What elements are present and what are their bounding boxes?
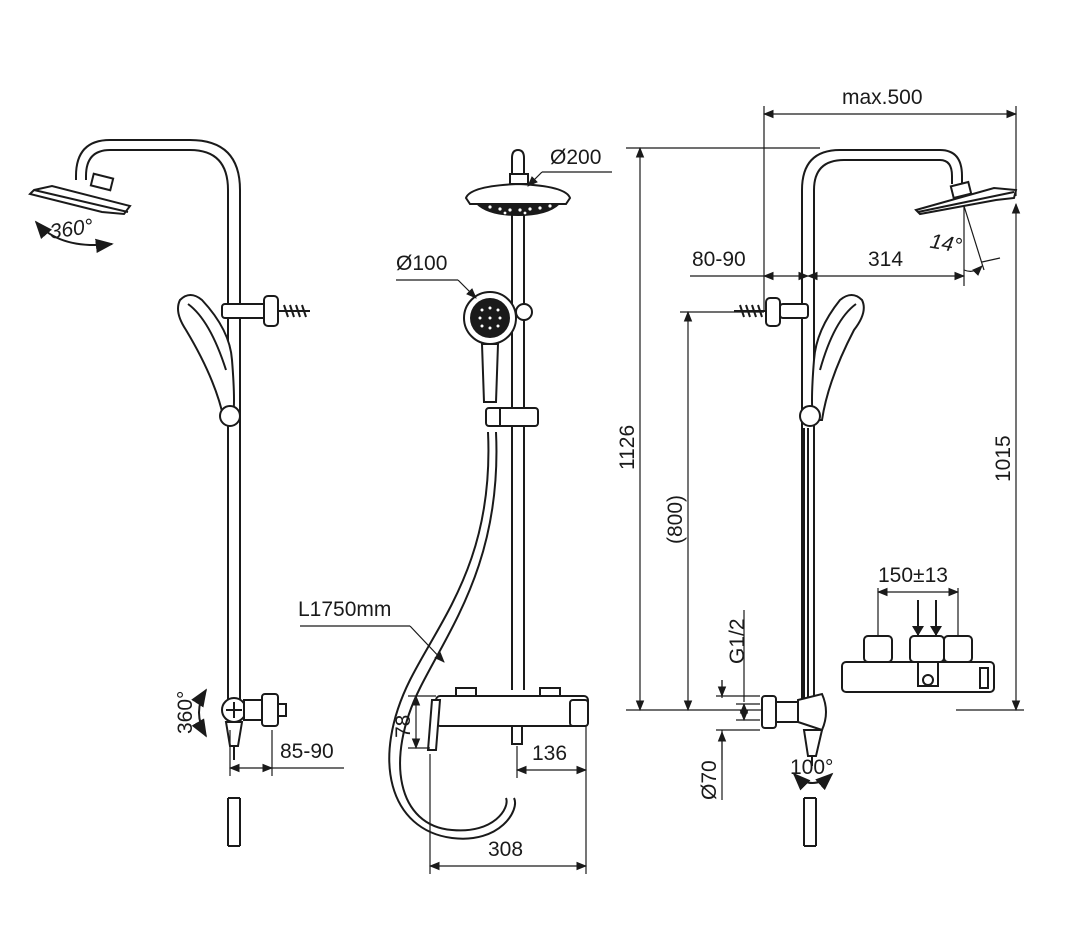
overall-height-label: 1126	[616, 425, 639, 470]
rotation-arrow-mixer	[191, 688, 207, 738]
rotation-arrow-left	[34, 220, 114, 254]
thread-label: G1/2	[726, 618, 749, 664]
hose-right	[803, 428, 809, 700]
overhead-shower-head-left	[28, 172, 132, 216]
wall-offset-left-label: 85-90	[280, 740, 334, 763]
mixer-outlet-label: 136	[532, 742, 567, 765]
slider-front	[485, 407, 539, 427]
max-reach-label: max.500	[842, 86, 923, 109]
holder-height-label: (800)	[664, 495, 687, 544]
slider-right	[799, 405, 821, 427]
mixer-side-left	[221, 693, 287, 760]
wall-bracket-right	[734, 297, 809, 327]
lower-pipe-left	[227, 797, 241, 847]
mixer-width-label: 308	[488, 838, 523, 861]
riser-pipe-right	[801, 149, 963, 700]
wall-bracket-left	[221, 295, 310, 327]
inlet-spacing-label: 150±13	[878, 564, 948, 587]
hand-diameter-label: Ø100	[396, 252, 447, 275]
front-view: Ø200 Ø100 L1750mm	[298, 146, 612, 874]
head-diameter-label: Ø200	[550, 146, 601, 169]
slider-left	[219, 405, 241, 427]
lower-pipe-right	[803, 797, 817, 847]
head-tilt-label: 14°	[928, 230, 963, 258]
right-side-view: 1126 (800) max.500 1015 14° 80-90 3	[616, 86, 1024, 847]
overhead-shower-head-front	[464, 173, 572, 216]
hand-shower-front	[463, 291, 533, 403]
mixer-front	[426, 687, 589, 751]
left-side-view: 360° 360° 85-9	[28, 139, 344, 847]
mixer-height-label: 78	[392, 715, 415, 738]
rotation-label-left: 360°	[48, 215, 94, 244]
hand-shower-right	[811, 294, 865, 421]
wall-offset-right-label: 80-90	[692, 248, 746, 271]
rotation-label-mixer: 360°	[174, 691, 197, 734]
mixer-side-right	[761, 692, 827, 766]
hose-length-label: L1750mm	[298, 598, 391, 621]
thermostat-detail	[841, 600, 995, 693]
hose-front	[388, 431, 516, 840]
spout-rotation-label: 100°	[790, 756, 833, 779]
riser-pipe-front	[511, 148, 525, 690]
escutcheon-label: Ø70	[698, 760, 721, 800]
overhead-shower-head-right	[914, 180, 1018, 216]
arm-length-label: 314	[868, 248, 903, 271]
spout-rotation-arrow	[792, 772, 834, 791]
head-height-label: 1015	[992, 435, 1015, 482]
riser-pipe-left	[75, 139, 241, 700]
